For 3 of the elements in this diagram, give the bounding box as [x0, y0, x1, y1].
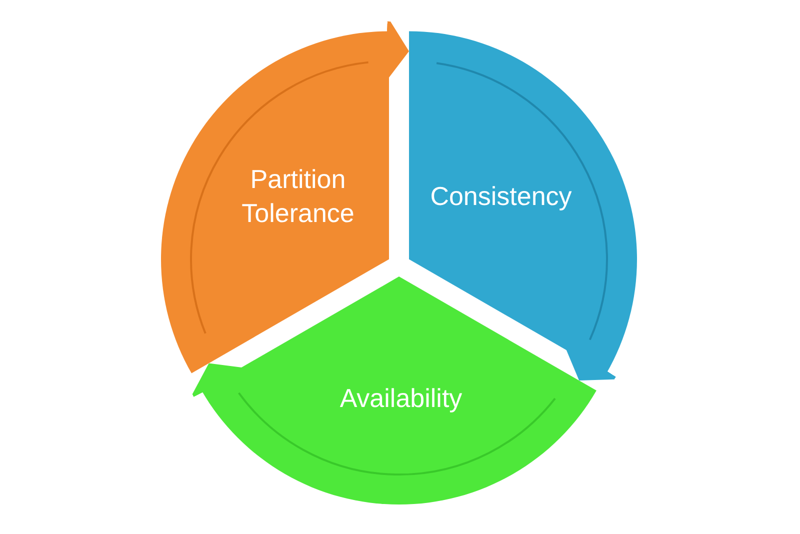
segment-label: Consistency: [430, 180, 572, 213]
segment-label: Availability: [340, 382, 462, 415]
segment-label: Partition Tolerance: [240, 163, 356, 230]
